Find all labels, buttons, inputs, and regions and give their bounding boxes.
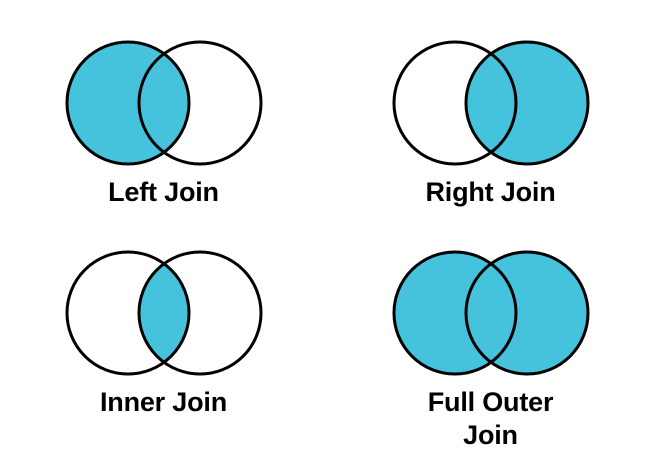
venn-full-outer-join-icon — [391, 247, 591, 380]
panel-full-outer-join: Full Outer Join — [327, 210, 654, 450]
panel-left-join: Left Join — [0, 0, 327, 237]
panel-label-full-outer-join: Full Outer Join — [427, 387, 554, 450]
panel-label-right-join: Right Join — [425, 177, 556, 207]
panel-label-inner-join: Inner Join — [99, 387, 227, 417]
venn-left-join-icon — [64, 37, 264, 170]
venn-right-join-icon — [391, 37, 591, 170]
venn-inner-join-icon — [64, 247, 264, 380]
panel-right-join: Right Join — [327, 0, 654, 237]
panel-label-left-join: Left Join — [108, 177, 219, 207]
panel-inner-join: Inner Join — [0, 210, 327, 447]
